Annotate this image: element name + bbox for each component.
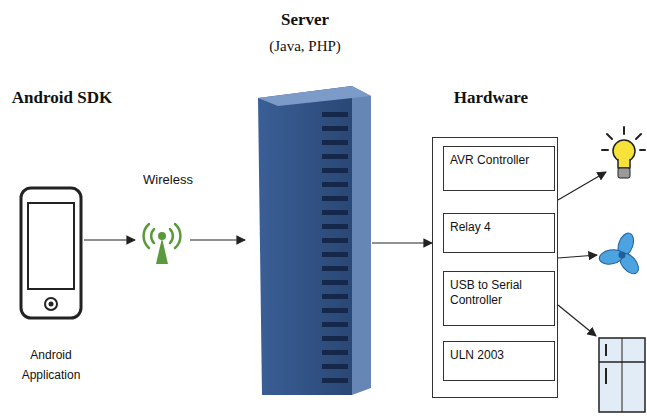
phone-node: Android SDKAndroid Application: [18, 185, 84, 320]
phone-illustration: [21, 188, 81, 318]
component-box: AVR Controller: [443, 146, 555, 191]
server-slot: [322, 182, 348, 187]
component-box: Relay 4: [443, 213, 555, 253]
node-label: AVR Controller: [444, 147, 554, 174]
server-slot: [322, 294, 348, 299]
server-slot: [322, 322, 348, 327]
server-slot: [322, 154, 348, 159]
node-heading: Server: [281, 10, 329, 30]
server-slot: [322, 126, 348, 131]
server-slot: [322, 196, 348, 201]
node-label: ULN 2003: [444, 342, 554, 369]
bulb-icon: [602, 127, 645, 178]
hardware-box: AVR ControllerRelay 4 USB to Serial Contr…: [432, 137, 558, 398]
server-slot: [322, 238, 348, 243]
server-slot: [322, 308, 348, 313]
server-slot: [322, 112, 348, 117]
node-heading: Android Application: [11, 345, 91, 385]
wireless-icon: [144, 224, 181, 264]
server-slot: [322, 280, 348, 285]
server-slot: [322, 364, 348, 369]
flow-arrow: [190, 239, 245, 240]
node-heading: Android SDK: [12, 88, 112, 108]
flow-arrow: [84, 239, 135, 240]
server-slot: [322, 210, 348, 215]
component-box: ULN 2003: [443, 341, 555, 381]
server-slot: [322, 168, 348, 173]
output-arrows: [558, 172, 606, 336]
wireless-node: Wireless: [135, 216, 190, 268]
server-slot: [322, 378, 348, 383]
server-node: Server(Java, PHP): [245, 85, 372, 396]
server-slot: [322, 336, 348, 341]
component-box: USB to Serial Controller: [443, 271, 555, 326]
node-label: Relay 4: [444, 214, 554, 241]
node-heading: Wireless: [143, 172, 193, 188]
node-label: USB to Serial Controller: [444, 272, 554, 314]
flow-arrow: [372, 242, 432, 243]
refrigerator-icon: [599, 338, 645, 412]
server-slot: [322, 350, 348, 355]
fan-icon: [598, 231, 642, 277]
server-slot: [322, 252, 348, 257]
server-slot: [322, 140, 348, 145]
node-heading: Hardware: [454, 88, 528, 108]
server-tower-illustration: [258, 86, 371, 395]
node-heading: (Java, PHP): [269, 37, 341, 55]
server-slot: [322, 266, 348, 271]
server-slot: [322, 224, 348, 229]
